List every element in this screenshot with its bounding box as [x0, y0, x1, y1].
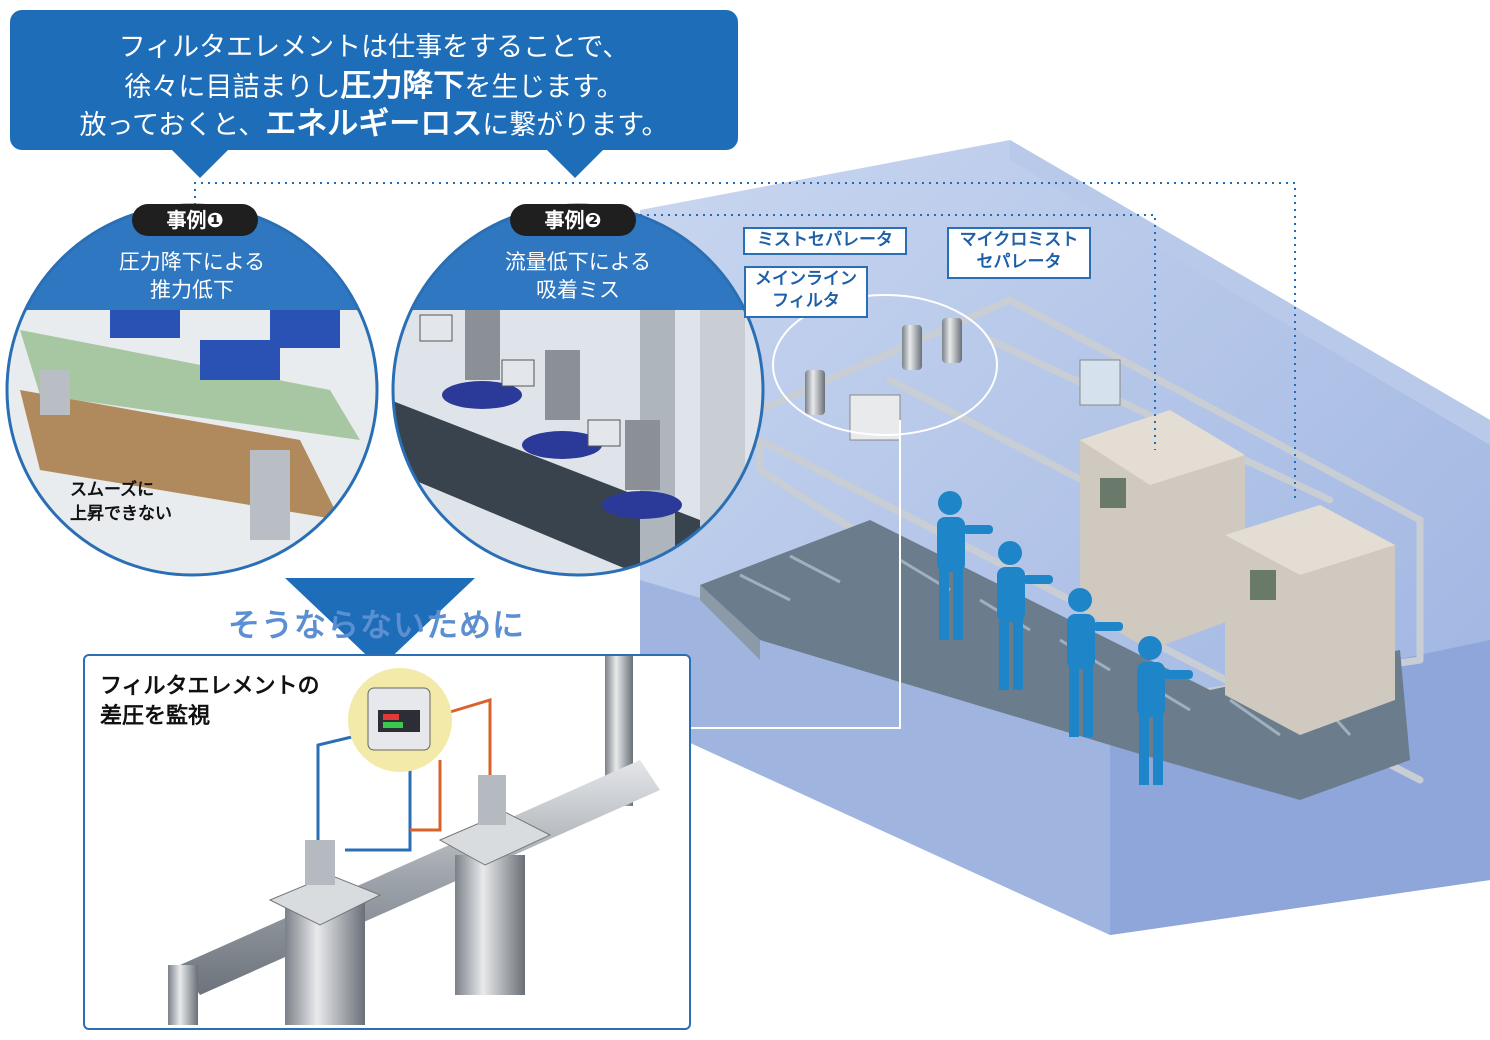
callout-line-3: 放っておくと、エネルギーロスに繋がります。: [10, 108, 738, 142]
label-mainline-filter-line2: フィルタ: [772, 291, 840, 311]
case2-caption: 流量低下による 吸着ミス: [440, 248, 716, 304]
filter-highlight-ellipse: [772, 294, 998, 436]
callout-line-1: フィルタエレメントは仕事をすることで、: [118, 32, 630, 63]
case2-caption-line2: 吸着ミス: [536, 278, 620, 302]
case1-badge: 事例❶: [132, 204, 258, 236]
label-mainline-filter-line1: メインライン: [755, 269, 857, 289]
label-micro-mist-line2: セパレータ: [976, 252, 1062, 272]
callout-line-2-bold: 圧力降下: [340, 68, 465, 104]
callout-arrow-left: [170, 148, 230, 178]
callout-line-3-post: に繋がります。: [482, 110, 669, 141]
case1-caption-line1: 圧力降下による: [118, 250, 266, 274]
callout-line-3-pre: 放っておくと、: [79, 110, 266, 141]
machine-2: [1225, 505, 1395, 735]
machine-1: [1080, 410, 1245, 650]
callout-line-2: 徐々に目詰まりし圧力降下を生じます。: [10, 70, 738, 104]
ceiling-filters: [805, 318, 1121, 441]
label-micro-mist-line1: マイクロミスト: [959, 230, 1079, 250]
callout-line-2-pre: 徐々に目詰まりし: [124, 72, 341, 103]
case1-caption: 圧力降下による 推力低下: [60, 248, 324, 304]
label-micro-mist-separator: マイクロミスト セパレータ: [947, 227, 1091, 279]
prevention-banner: そうならないために: [228, 606, 526, 644]
case1-caption-line2: 推力低下: [150, 278, 234, 302]
label-mainline-filter: メインライン フィルタ: [744, 266, 868, 318]
workers: [937, 491, 1193, 785]
monitor-title-line1: フィルタエレメントの: [100, 674, 320, 699]
monitor-connector: [688, 420, 901, 729]
case1-note: スムーズに 上昇できない: [70, 478, 172, 526]
callout-line-3-bold: エネルギーロス: [265, 106, 483, 142]
down-arrow: [285, 578, 475, 668]
case1-note-line1: スムーズに: [70, 480, 155, 500]
headline-callout: フィルタエレメントは仕事をすることで、 徐々に目詰まりし圧力降下を生じます。 放…: [10, 10, 738, 150]
label-mist-separator: ミストセパレータ: [743, 227, 907, 255]
monitor-title-line2: 差圧を監視: [100, 704, 211, 729]
callout-arrow-right: [545, 148, 605, 178]
case2-caption-line1: 流量低下による: [504, 250, 652, 274]
case2-circle: [391, 203, 765, 577]
callout-line-2-post: を生じます。: [464, 72, 624, 103]
case2-badge: 事例❷: [510, 204, 636, 236]
case1-note-line2: 上昇できない: [70, 504, 172, 524]
monitor-title: フィルタエレメントの 差圧を監視: [100, 672, 320, 732]
